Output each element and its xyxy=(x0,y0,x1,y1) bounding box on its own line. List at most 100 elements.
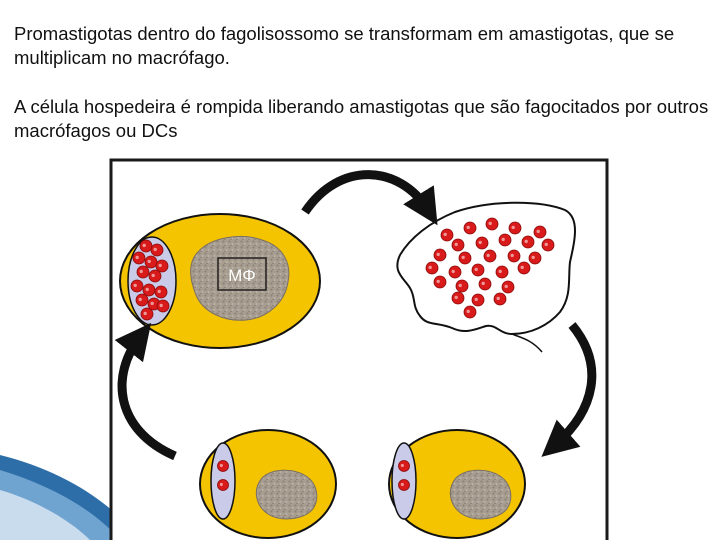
amastigote xyxy=(521,235,535,249)
description-paragraph-2: A célula hospedeira é rompida liberando … xyxy=(14,96,709,141)
amastigote-nucleus xyxy=(498,269,502,274)
amastigote-nucleus xyxy=(436,279,440,284)
amastigote xyxy=(136,265,150,279)
amastigote xyxy=(458,251,472,265)
amastigote xyxy=(471,293,485,307)
amastigote-nucleus xyxy=(150,301,154,306)
amastigote-nucleus xyxy=(488,221,492,226)
amastigote xyxy=(501,280,515,294)
amastigote xyxy=(448,265,462,279)
arrow-phagocytosis xyxy=(541,322,597,457)
nucleus-label: MΦ xyxy=(228,266,256,285)
amastigote xyxy=(156,299,170,313)
amastigote-nucleus xyxy=(135,255,139,260)
amastigote xyxy=(398,479,410,491)
amastigote xyxy=(155,259,169,273)
amastigote xyxy=(455,279,469,293)
amastigote xyxy=(217,479,229,491)
arrow-multiplication xyxy=(114,322,177,461)
amastigote-nucleus xyxy=(219,463,223,467)
amastigote-nucleus xyxy=(159,303,163,308)
amastigote-nucleus xyxy=(544,242,548,247)
amastigote-nucleus xyxy=(451,269,455,274)
nucleus-left xyxy=(255,469,318,520)
amastigote-nucleus xyxy=(501,237,505,242)
amastigote-nucleus xyxy=(524,239,528,244)
amastigote xyxy=(132,251,146,265)
amastigote xyxy=(471,263,485,277)
amastigote-nucleus xyxy=(147,259,151,264)
description-paragraph-1: Promastigotas dentro do fagolisossomo se… xyxy=(14,23,675,68)
amastigote xyxy=(508,221,522,235)
arrow-rupture xyxy=(301,170,438,226)
amastigote xyxy=(485,217,499,231)
amastigote xyxy=(150,243,164,257)
amastigote-nucleus xyxy=(486,253,490,258)
new-macrophage-left xyxy=(199,429,337,539)
infected-macrophage-cell: MΦ xyxy=(119,213,321,349)
amastigote xyxy=(451,238,465,252)
amastigote xyxy=(144,255,158,269)
amastigote xyxy=(451,291,465,305)
amastigote xyxy=(433,275,447,289)
amastigote-nucleus xyxy=(454,242,458,247)
phagocytosed-amastigotes-left xyxy=(217,460,229,491)
amastigote xyxy=(507,249,521,263)
amastigote xyxy=(140,307,154,321)
amastigote xyxy=(154,285,168,299)
amastigote xyxy=(495,265,509,279)
amastigote-nucleus xyxy=(466,309,470,314)
nucleus-label-box xyxy=(217,257,267,291)
amastigote-nucleus xyxy=(481,281,485,286)
phagocytosed-amastigotes-right xyxy=(398,460,410,491)
amastigote-nucleus xyxy=(151,273,155,278)
amastigote-nucleus xyxy=(510,253,514,258)
amastigote xyxy=(217,460,229,472)
amastigote-nucleus xyxy=(504,284,508,289)
amastigote xyxy=(398,460,410,472)
amastigote xyxy=(135,293,149,307)
amastigote xyxy=(425,261,439,275)
amastigote xyxy=(528,251,542,265)
amastigote xyxy=(478,277,492,291)
amastigote xyxy=(493,292,507,306)
amastigote-nucleus xyxy=(158,263,162,268)
amastigote-nucleus xyxy=(496,296,500,301)
amastigote-nucleus xyxy=(436,252,440,257)
released-amastigotes xyxy=(425,217,555,319)
amastigote-nucleus xyxy=(458,283,462,288)
amastigote xyxy=(433,248,447,262)
amastigote xyxy=(148,269,162,283)
amastigote-nucleus xyxy=(143,311,147,316)
amastigote xyxy=(541,238,555,252)
amastigote-nucleus xyxy=(428,265,432,270)
amastigote-nucleus xyxy=(443,232,447,237)
amastigote xyxy=(463,305,477,319)
amastigote-nucleus xyxy=(400,463,404,467)
amastigote xyxy=(517,261,531,275)
amastigote-nucleus xyxy=(466,225,470,230)
cycle-arrows xyxy=(114,170,597,461)
leishmania-cycle-diagram: MΦ xyxy=(0,158,609,540)
amastigote-nucleus xyxy=(454,295,458,300)
amastigote xyxy=(533,225,547,239)
amastigote-nucleus xyxy=(145,287,149,292)
amastigote-nucleus xyxy=(478,240,482,245)
corner-accent xyxy=(0,455,140,540)
amastigote-nucleus xyxy=(474,297,478,302)
new-macrophage-right xyxy=(388,429,526,539)
amastigote-nucleus xyxy=(139,269,143,274)
amastigote-nucleus xyxy=(511,225,515,230)
amastigote xyxy=(475,236,489,250)
amastigote-nucleus xyxy=(219,482,223,486)
amastigote xyxy=(498,233,512,247)
amastigote xyxy=(139,239,153,253)
amastigote-nucleus xyxy=(133,283,137,288)
amastigote xyxy=(440,228,454,242)
amastigote-nucleus xyxy=(461,255,465,260)
amastigote-nucleus xyxy=(531,255,535,260)
amastigote-nucleus xyxy=(400,482,404,486)
ruptured-cell-released-amastigotes xyxy=(396,201,576,353)
nucleus-right xyxy=(449,469,512,520)
amastigote xyxy=(130,279,144,293)
